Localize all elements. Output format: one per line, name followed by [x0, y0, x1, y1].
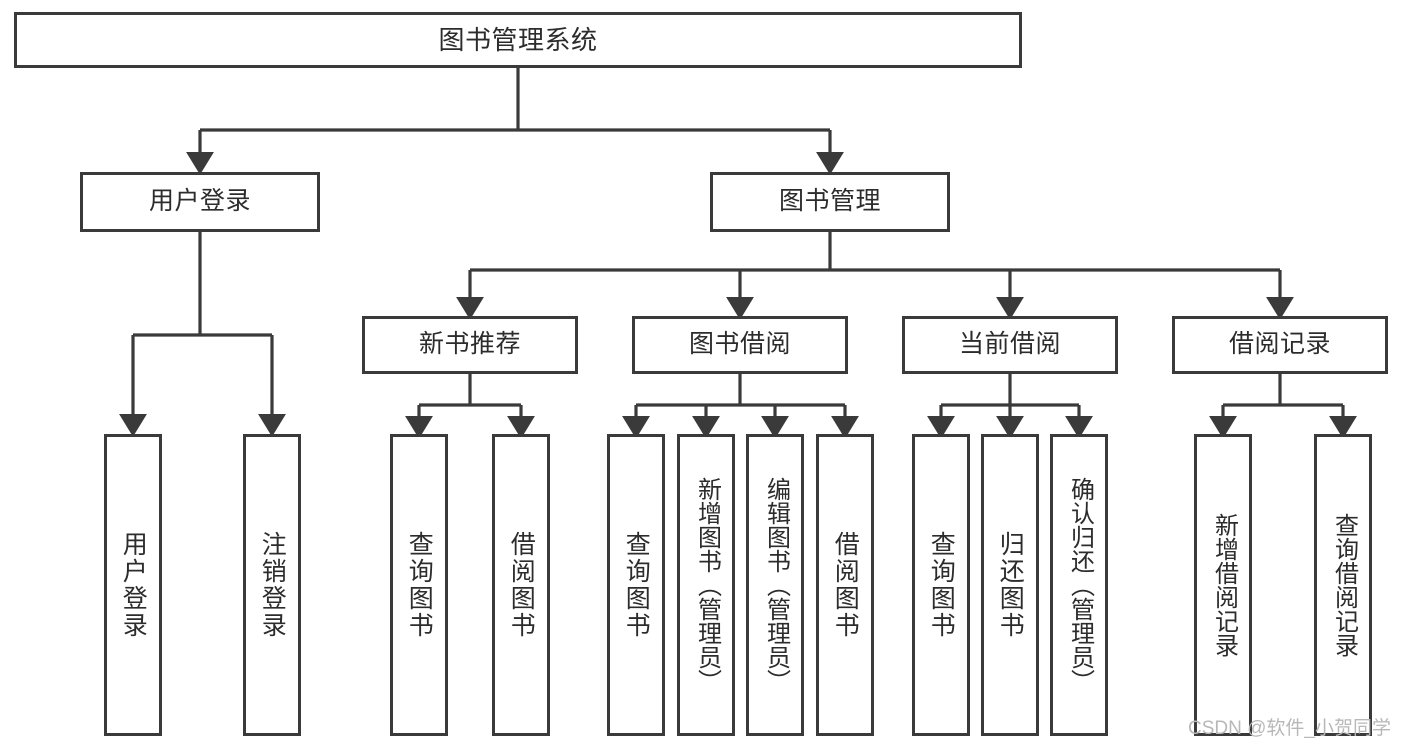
node-label: 借阅图书	[507, 531, 536, 639]
node-label: 确认归还（管理员）	[1066, 477, 1094, 693]
node-label: 用户登录	[148, 187, 251, 216]
node-label: 查询图书	[927, 531, 956, 639]
node-label: 借阅记录	[1228, 330, 1331, 359]
node-label: 借阅图书	[831, 531, 860, 639]
node-leaf-return-book[interactable]: 归还图书	[981, 434, 1039, 736]
node-leaf-query-book-borrow[interactable]: 查询图书	[607, 434, 665, 736]
node-label: 新增借阅记录	[1210, 513, 1238, 657]
node-label: 查询图书	[622, 531, 651, 639]
node-label: 编辑图书（管理员）	[762, 477, 790, 693]
node-new-book-recommend[interactable]: 新书推荐	[362, 316, 578, 374]
node-leaf-confirm-return-admin[interactable]: 确认归还（管理员）	[1050, 434, 1108, 736]
node-leaf-query-book-current[interactable]: 查询图书	[912, 434, 970, 736]
node-label: 图书管理	[778, 187, 881, 216]
node-leaf-borrow-book[interactable]: 借阅图书	[816, 434, 874, 736]
node-leaf-add-book-admin[interactable]: 新增图书（管理员）	[677, 434, 735, 736]
watermark-text: CSDN @软件_小贺同学	[1188, 718, 1391, 739]
node-leaf-add-borrow-record[interactable]: 新增借阅记录	[1194, 434, 1252, 736]
node-label: 用户登录	[119, 531, 148, 639]
node-label: 图书管理系统	[438, 24, 598, 55]
node-label: 归还图书	[996, 531, 1025, 639]
node-label: 新书推荐	[418, 330, 521, 359]
node-leaf-query-borrow-record[interactable]: 查询借阅记录	[1314, 434, 1372, 736]
node-label: 注销登录	[258, 531, 287, 639]
node-label: 查询图书	[405, 531, 434, 639]
node-user-login[interactable]: 用户登录	[80, 172, 320, 232]
node-leaf-query-book-recommend[interactable]: 查询图书	[390, 434, 448, 736]
node-borrow-record[interactable]: 借阅记录	[1172, 316, 1388, 374]
node-leaf-logout[interactable]: 注销登录	[243, 434, 301, 736]
node-leaf-borrow-book-recommend[interactable]: 借阅图书	[492, 434, 550, 736]
node-current-borrow[interactable]: 当前借阅	[902, 316, 1118, 374]
node-label: 新增图书（管理员）	[693, 477, 721, 693]
node-label: 当前借阅	[958, 330, 1061, 359]
node-label: 图书借阅	[688, 330, 791, 359]
node-label: 查询借阅记录	[1330, 513, 1358, 657]
node-root-system[interactable]: 图书管理系统	[14, 12, 1022, 68]
node-leaf-user-login[interactable]: 用户登录	[104, 434, 162, 736]
node-book-borrow[interactable]: 图书借阅	[632, 316, 848, 374]
node-leaf-edit-book-admin[interactable]: 编辑图书（管理员）	[746, 434, 804, 736]
node-book-management[interactable]: 图书管理	[710, 172, 950, 232]
